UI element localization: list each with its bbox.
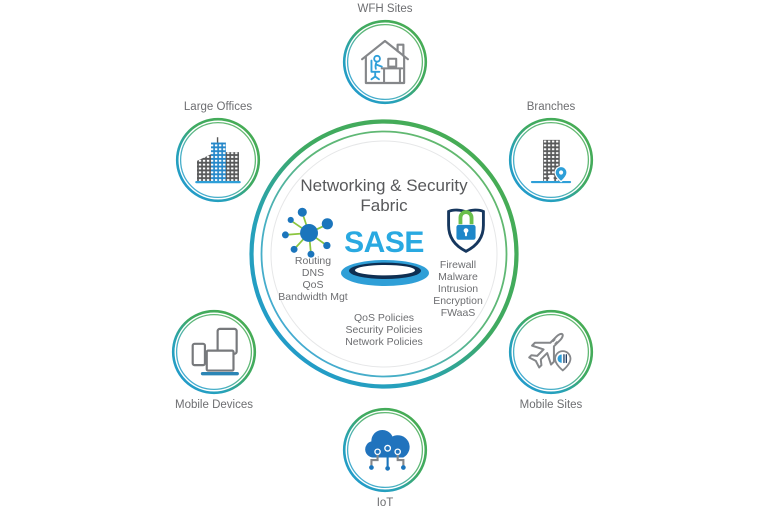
fabric-title-line2: Fabric: [360, 196, 408, 215]
function-label: DNS: [301, 266, 325, 279]
policy-label: QoS Policies: [353, 312, 415, 324]
security-functions-list: Firewall Malware Intrusion Encryption FW…: [410, 259, 506, 320]
iot-cloud-icon: [365, 429, 410, 471]
node-circle: [342, 407, 428, 493]
node-circle: [171, 309, 257, 395]
function-label: Encryption: [433, 294, 483, 307]
sase-label: SASE: [344, 226, 424, 259]
node-label: Large Offices: [183, 101, 253, 113]
devices-icon: [191, 327, 239, 376]
function-label: QoS: [302, 278, 324, 291]
policies-list: QoS Policies Security Policies Network P…: [324, 312, 444, 348]
function-label: Malware: [438, 270, 478, 283]
node-mobile-devices: Mobile Devices: [159, 309, 269, 413]
function-label: Routing: [294, 255, 332, 267]
network-nodes-icon: [281, 207, 333, 258]
function-label: Firewall: [439, 259, 477, 271]
node-label: Mobile Devices: [175, 399, 253, 411]
node-large-offices: Large Offices: [163, 99, 273, 203]
node-label: WFH Sites: [357, 3, 413, 15]
branch-building-icon: [530, 139, 572, 184]
node-label: IoT: [376, 497, 394, 509]
node-label: Mobile Sites: [519, 399, 583, 411]
node-label: Branches: [526, 101, 576, 113]
node-ring: [342, 19, 428, 105]
node-iot: IoT: [330, 407, 440, 511]
node-wfh-sites: WFH Sites: [330, 1, 440, 105]
function-label: Intrusion: [437, 282, 479, 295]
home-office-icon: [361, 39, 409, 85]
policy-label: Network Policies: [345, 336, 423, 348]
airplane-location-icon: [528, 332, 572, 372]
node-circle: [175, 117, 261, 203]
fabric-title-line1: Networking & Security: [300, 176, 468, 195]
node-mobile-sites: Mobile Sites: [496, 309, 606, 413]
node-ring: [508, 309, 594, 395]
office-buildings-icon: [195, 137, 241, 184]
node-branches: Branches: [496, 99, 606, 203]
fabric-title: Networking & Security Fabric: [264, 176, 504, 216]
networking-functions-list: Routing DNS QoS Bandwidth Mgt: [265, 255, 361, 304]
node-circle: [508, 117, 594, 203]
function-label: Bandwidth Mgt: [278, 290, 348, 303]
policy-label: Security Policies: [345, 324, 423, 336]
node-circle: [508, 309, 594, 395]
function-label: FWaaS: [440, 306, 476, 319]
fabric-ring: [249, 119, 519, 389]
node-circle: [342, 19, 428, 105]
sase-torus-icon: [341, 260, 429, 286]
shield-lock-icon: [447, 208, 485, 253]
